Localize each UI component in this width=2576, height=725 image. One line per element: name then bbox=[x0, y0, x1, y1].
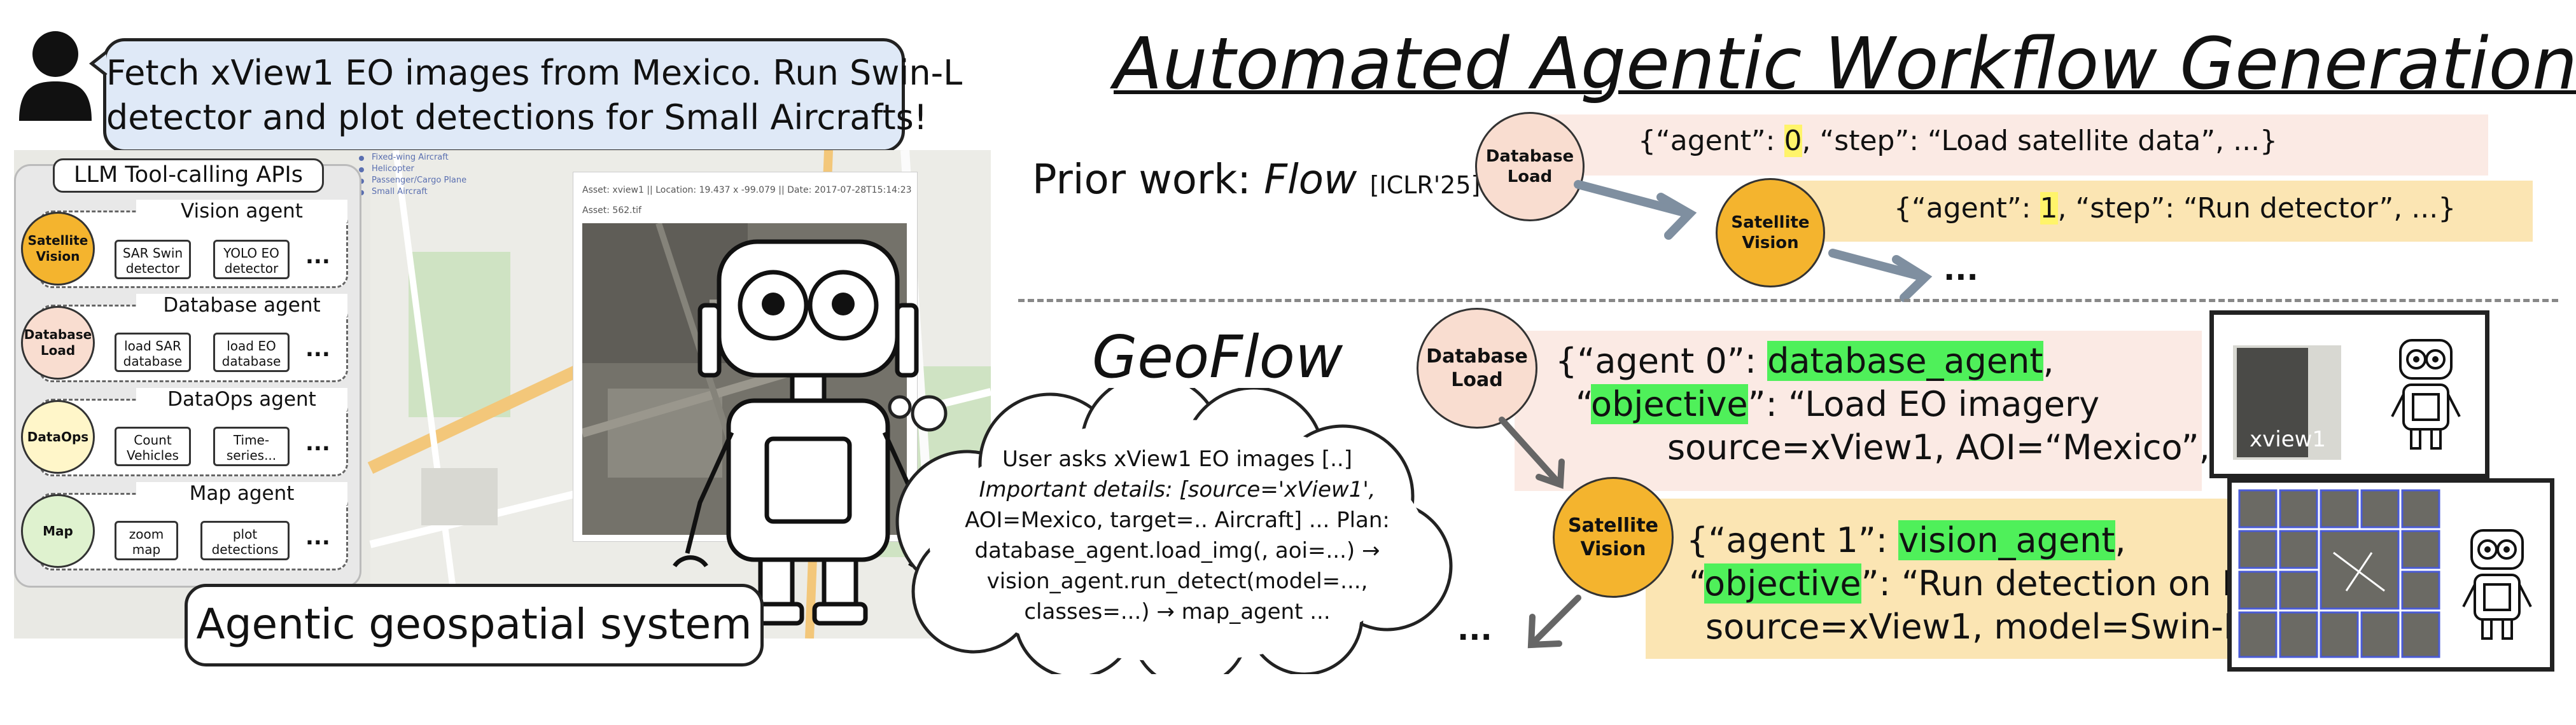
tool-time-series[interactable]: Time-series... bbox=[213, 427, 290, 466]
database-more: ... bbox=[305, 336, 330, 362]
geoflow-agent0-line3: source=xView1, AOI=“Mexico”, ...} bbox=[1667, 427, 2276, 467]
thought-line-4: vision_agent.run_detect(model=..., bbox=[986, 569, 1368, 594]
section-divider bbox=[1018, 299, 2558, 302]
thought-line-1: Important details: [source='xView1', bbox=[979, 477, 1376, 502]
tool-panel-title: LLM Tool-calling APIs bbox=[53, 158, 324, 193]
map-legend: Fixed-wing Aircraft Helicopter Passenger… bbox=[356, 153, 496, 201]
system-label-box: Agentic geospatial system bbox=[185, 584, 764, 666]
prior-step-1-box bbox=[1515, 114, 2488, 176]
map-agent-box: Map agent bbox=[39, 482, 348, 570]
map-agent-title: Map agent bbox=[136, 482, 347, 505]
user-query-bubble: Fetch xView1 EO images from Mexico. Run … bbox=[103, 38, 963, 153]
geoflow-agent0-line1: {“agent 0”: database_agent, bbox=[1555, 341, 2054, 381]
page-title: Automated Agentic Workflow Generation bbox=[1114, 23, 2576, 106]
legend-item-1: Helicopter bbox=[372, 164, 414, 174]
geoflow-ellipsis: ... bbox=[1457, 612, 1492, 647]
legend-item-2: Passenger/Cargo Plane bbox=[372, 176, 467, 185]
dataops-node: DataOps bbox=[21, 400, 95, 474]
asset-info: Asset: xview1 || Location: 19.437 x -99.… bbox=[582, 185, 912, 195]
dataops-more: ... bbox=[305, 431, 330, 456]
query-line-2: detector and plot detections for Small A… bbox=[106, 97, 928, 137]
tool-panel: LLM Tool-calling APIs Vision agent Satel… bbox=[14, 158, 361, 588]
prior-step-2: {“agent”: 1, “step”: “Run detector”, ...… bbox=[1894, 192, 2456, 224]
map-node: Map bbox=[21, 494, 95, 568]
query-line-1: Fetch xView1 EO images from Mexico. Run … bbox=[106, 53, 963, 93]
bubble-tail bbox=[89, 51, 108, 76]
user-icon bbox=[14, 25, 97, 121]
geoflow-agent1-line2: “objective”: “Run detection on EO bbox=[1689, 563, 2271, 604]
thought-line-0: User asks xView1 EO images [..] bbox=[1002, 446, 1352, 472]
thumbnail-xview1-label: xview1 bbox=[2250, 427, 2327, 452]
map-more: ... bbox=[305, 525, 330, 550]
prior-step-2-box bbox=[1775, 181, 2533, 242]
legend-item-0: Fixed-wing Aircraft bbox=[372, 153, 449, 162]
legend-item-3: Small Aircraft bbox=[372, 187, 428, 197]
thumbnail-xview1: xview1 bbox=[2209, 310, 2489, 478]
database-agent-title: Database agent bbox=[136, 294, 347, 317]
prior-step-1: {“agent”: 0, “step”: “Load satellite dat… bbox=[1638, 125, 2278, 157]
small-robot-2 bbox=[2462, 529, 2532, 640]
geoflow-agent0-line2: “objective”: “Load EO imagery bbox=[1576, 384, 2100, 424]
thought-line-2: AOI=Mexico, target=.. Aircraft] ... Plan… bbox=[965, 508, 1390, 533]
detection-grid bbox=[2238, 489, 2440, 658]
robot-illustration bbox=[662, 223, 955, 630]
vision-agent-title: Vision agent bbox=[136, 200, 347, 223]
thought-line-3: database_agent.load_img(, aoi=...) → bbox=[974, 538, 1380, 563]
thumbnail-satellite bbox=[2237, 348, 2308, 457]
geoflow-agent1-line3: source=xView1, model=Swin-L, ...} bbox=[1705, 607, 2320, 647]
vision-more: ... bbox=[305, 244, 330, 269]
system-label: Agentic geospatial system bbox=[196, 600, 752, 649]
small-robot-1 bbox=[2391, 339, 2461, 450]
thumbnail-detections bbox=[2227, 478, 2554, 672]
thought-cloud: User asks xView1 EO images [..] Importan… bbox=[859, 388, 1527, 674]
prior-arrows bbox=[1574, 180, 1933, 302]
asset-file: Asset: 562.tif bbox=[582, 205, 641, 216]
geoflow-agent1-line1: {“agent 1”: vision_agent, bbox=[1686, 520, 2126, 560]
prior-ellipsis: ... bbox=[1943, 252, 1978, 287]
database-agent-box: Database agent bbox=[39, 294, 348, 382]
prior-work-label: Prior work: Flow [ICLR'25] bbox=[1032, 156, 1481, 204]
thought-line-5: classes=...) → map_agent ... bbox=[1024, 599, 1331, 625]
geoflow-title: GeoFlow bbox=[1092, 323, 1343, 391]
dataops-agent-title: DataOps agent bbox=[136, 388, 347, 411]
geoflow-arrows bbox=[1499, 417, 1581, 649]
